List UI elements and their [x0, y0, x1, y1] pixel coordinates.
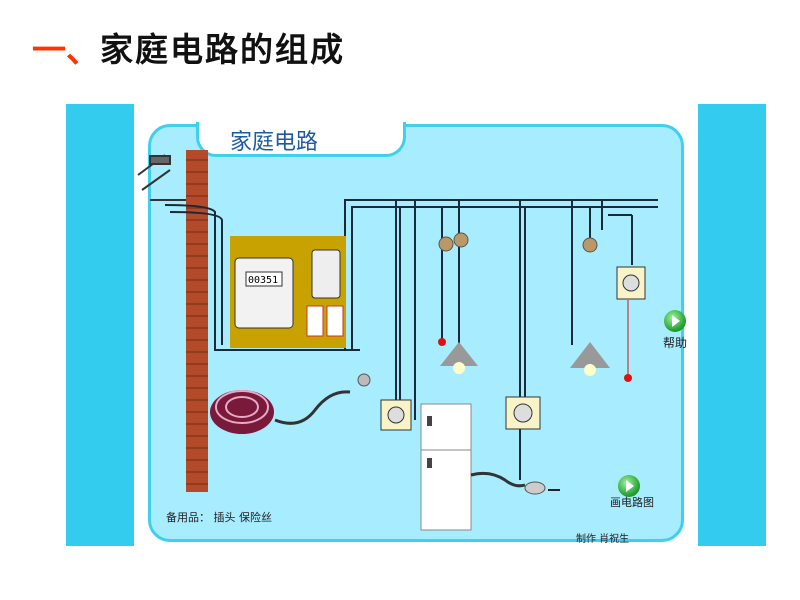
draw-circuit-button-icon[interactable] — [618, 475, 640, 497]
slide-title: 一、 家庭电路的组成 — [32, 22, 345, 72]
brick-wall — [186, 150, 208, 492]
incoming-line-pole — [137, 154, 186, 201]
author-credit: 制作 肖祝生 — [576, 534, 630, 545]
slide-heading: 家庭电路的组成 — [100, 30, 345, 69]
spare-parts-note: 备用品： 插头 保险丝 — [166, 511, 272, 524]
meter-board: 00351 — [230, 236, 346, 348]
lamps — [438, 300, 632, 382]
simulator-title: 家庭电路 — [230, 130, 319, 155]
help-button[interactable]: 帮助 — [663, 336, 688, 350]
svg-text:00351: 00351 — [248, 275, 278, 286]
switches — [438, 232, 598, 253]
refrigerator — [420, 403, 560, 531]
slide-number: 一、 — [32, 30, 100, 71]
heater — [210, 373, 371, 434]
sockets — [380, 266, 646, 431]
draw-circuit-button[interactable]: 画电路图 — [610, 496, 654, 509]
title-tab — [196, 122, 406, 157]
help-button-icon[interactable] — [664, 310, 686, 332]
